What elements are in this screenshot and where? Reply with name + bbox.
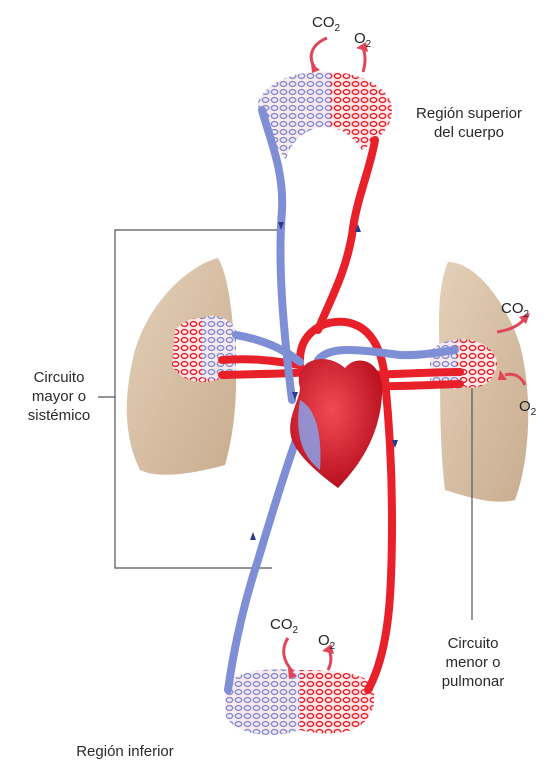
pulmonary-line-3: pulmonar (428, 672, 518, 691)
o2-label-bottom: O2 (318, 632, 335, 652)
systemic-line-1: Circuito (18, 368, 100, 387)
upper-capillary-bed (258, 72, 330, 160)
systemic-line-2: mayor o (18, 387, 100, 406)
upper-region-line-1: Región superior (405, 104, 533, 123)
lower-region-label: Región inferior (60, 742, 190, 761)
co2-label-top: CO2 (312, 14, 340, 34)
upper-region-label: Región superior del cuerpo (405, 104, 533, 142)
systemic-circuit-label: Circuito mayor o sistémico (18, 368, 100, 425)
o2-label-top: O2 (354, 30, 371, 50)
co2-label-bottom: CO2 (270, 616, 298, 636)
o2-label-right: O2 (519, 398, 536, 418)
pulmonary-line-1: Circuito (428, 634, 518, 653)
co2-label-right: CO2 (501, 300, 529, 320)
systemic-line-3: sistémico (18, 406, 100, 425)
pulmonary-line-2: menor o (428, 653, 518, 672)
pulmonary-circuit-label: Circuito menor o pulmonar (428, 634, 518, 691)
lower-capillary-bed (225, 669, 300, 735)
upper-region-line-2: del cuerpo (405, 123, 533, 142)
